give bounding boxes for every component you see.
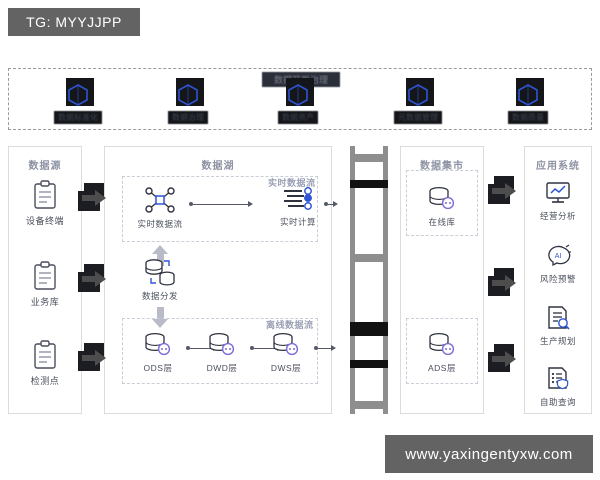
network-graph-icon bbox=[145, 187, 175, 213]
node-detection-point[interactable]: 检测点 bbox=[15, 340, 75, 387]
node-ods-layer[interactable]: ODS层 bbox=[128, 332, 188, 374]
document-shield-icon bbox=[548, 367, 569, 390]
node-online-db[interactable]: 在线库 bbox=[412, 186, 472, 228]
database-sync-icon bbox=[145, 259, 175, 286]
connector-realtime-2 bbox=[324, 200, 338, 208]
node-label: 实时计算 bbox=[279, 217, 316, 227]
cube-icon bbox=[64, 78, 94, 108]
offline-flow-group bbox=[122, 318, 318, 384]
node-label: 实时数据流 bbox=[137, 219, 183, 229]
clipboard-icon bbox=[34, 340, 56, 369]
node-label: ODS层 bbox=[143, 363, 173, 373]
ai-brain-icon: AI bbox=[548, 244, 571, 267]
offline-flow-tag: 离线数据流 bbox=[266, 320, 314, 330]
node-label: 风险预警 bbox=[539, 274, 576, 284]
node-label: 数据分发 bbox=[141, 291, 178, 301]
flow-arrow-mart-to-app-1 bbox=[488, 176, 522, 206]
mart-group-online bbox=[406, 170, 478, 236]
node-label: DWS层 bbox=[270, 363, 302, 373]
database-icon bbox=[273, 332, 299, 356]
governance-item-0[interactable]: 数据标准化 bbox=[32, 78, 124, 128]
node-label: 检测点 bbox=[30, 376, 60, 386]
governance-item-2[interactable]: 数据资产 bbox=[252, 78, 344, 128]
node-label: DWD层 bbox=[206, 363, 238, 373]
governance-item-1[interactable]: 数据治理 bbox=[142, 78, 234, 128]
governance-item-label: 数据治理 bbox=[168, 111, 208, 124]
node-dwd-layer[interactable]: DWD层 bbox=[192, 332, 252, 374]
clipboard-icon bbox=[34, 180, 56, 209]
flow-arrow-source-to-lake-3 bbox=[78, 343, 112, 373]
realtime-flow-group bbox=[122, 176, 318, 242]
stream-compute-icon bbox=[284, 187, 312, 210]
database-icon bbox=[209, 332, 235, 356]
governance-item-label: 数据资产 bbox=[278, 111, 318, 124]
node-label: 经营分析 bbox=[539, 211, 576, 221]
node-risk-warning[interactable]: AI 风险预警 bbox=[528, 243, 588, 285]
flow-arrow-source-to-lake-2 bbox=[78, 264, 112, 294]
node-self-service-query[interactable]: 自助查询 bbox=[528, 366, 588, 408]
clipboard-icon bbox=[34, 261, 56, 290]
node-realtime-stream[interactable]: 实时数据流 bbox=[130, 186, 190, 230]
governance-item-label: 元数据管理 bbox=[394, 111, 442, 124]
database-icon bbox=[429, 186, 455, 210]
cube-icon bbox=[174, 78, 204, 108]
cube-icon bbox=[404, 78, 434, 108]
flow-arrow-source-to-lake-1 bbox=[78, 183, 112, 213]
panel-title: 数据湖 bbox=[201, 161, 235, 172]
up-flow-arrow bbox=[152, 245, 168, 266]
node-label: 业务库 bbox=[30, 297, 60, 307]
node-label: 设备终端 bbox=[25, 216, 64, 226]
node-label: 自助查询 bbox=[539, 397, 576, 407]
node-business-db[interactable]: 业务库 bbox=[15, 261, 75, 308]
cube-icon bbox=[284, 78, 314, 108]
panel-title: 数据源 bbox=[28, 161, 62, 172]
tg-watermark-badge: TG: MYYJJPP bbox=[8, 8, 140, 36]
monitor-chart-icon bbox=[546, 182, 570, 203]
svg-text:AI: AI bbox=[555, 253, 562, 260]
document-search-icon bbox=[548, 306, 570, 330]
down-flow-arrow bbox=[152, 307, 168, 328]
flow-arrow-mart-to-app-2 bbox=[488, 268, 522, 298]
redacted-ladder-column bbox=[348, 146, 390, 414]
node-production-planning[interactable]: 生产规划 bbox=[528, 305, 588, 347]
node-data-distribution[interactable]: 数据分发 bbox=[130, 258, 190, 302]
cube-icon bbox=[514, 78, 544, 108]
node-dws-layer[interactable]: DWS层 bbox=[256, 332, 316, 374]
node-label: 生产规划 bbox=[539, 336, 576, 346]
node-ads-layer[interactable]: ADS层 bbox=[412, 332, 472, 374]
panel-title: 应用系统 bbox=[536, 161, 580, 172]
mart-group-ads bbox=[406, 318, 478, 384]
governance-item-4[interactable]: 数据质量 bbox=[482, 78, 574, 128]
site-watermark-badge: www.yaxingentyxw.com bbox=[385, 435, 593, 473]
node-realtime-compute[interactable]: 实时计算 bbox=[268, 186, 328, 228]
database-icon bbox=[145, 332, 171, 356]
governance-item-label: 数据质量 bbox=[508, 111, 548, 124]
flow-arrow-mart-to-app-3 bbox=[488, 344, 522, 374]
node-label: ADS层 bbox=[428, 363, 456, 373]
governance-item-3[interactable]: 元数据管理 bbox=[372, 78, 464, 128]
governance-item-label: 数据标准化 bbox=[54, 111, 102, 124]
node-device-terminal[interactable]: 设备终端 bbox=[15, 180, 75, 227]
panel-title: 数据集市 bbox=[420, 161, 464, 172]
database-icon bbox=[429, 332, 455, 356]
node-label: 在线库 bbox=[428, 217, 456, 227]
node-business-analysis[interactable]: 经营分析 bbox=[528, 180, 588, 222]
realtime-flow-tag: 实时数据流 bbox=[268, 178, 316, 188]
connector-offline-3 bbox=[314, 344, 336, 352]
connector-realtime-1 bbox=[189, 200, 253, 208]
